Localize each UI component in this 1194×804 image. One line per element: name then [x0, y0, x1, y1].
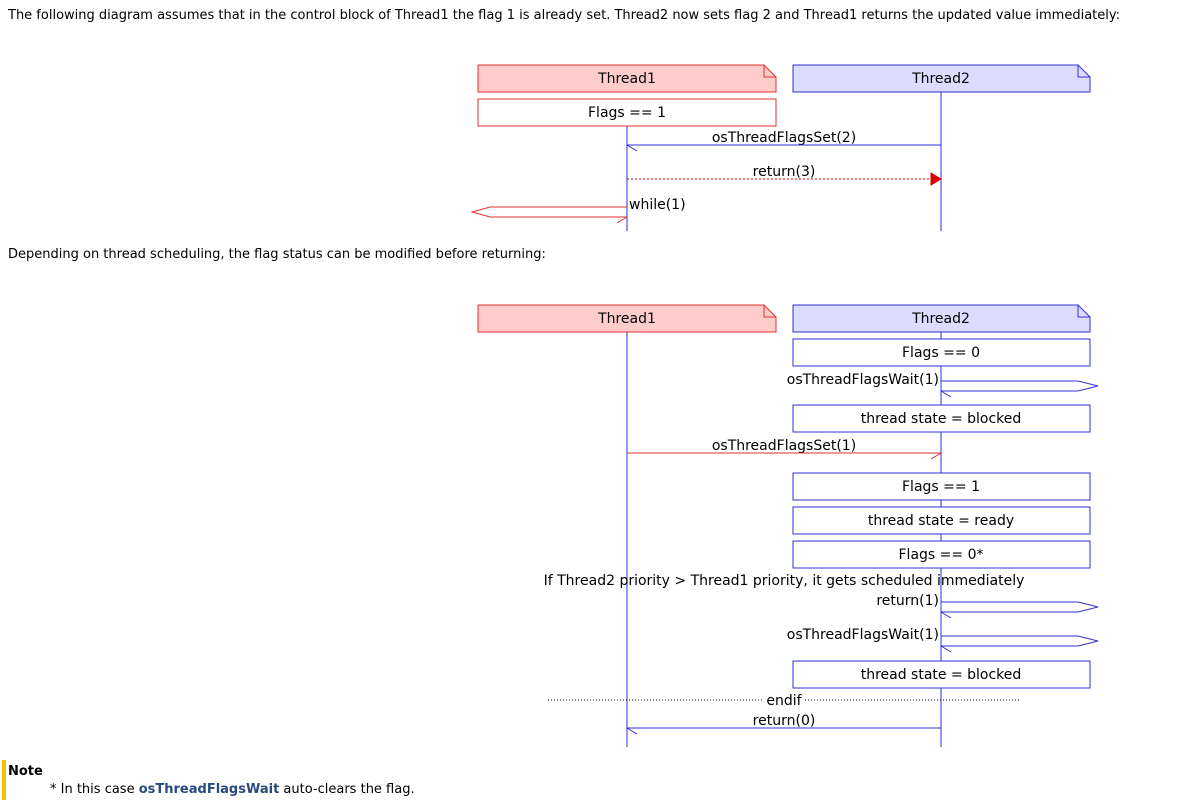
participant-thread2: Thread2: [792, 64, 1091, 93]
message-flags-wait-1: osThreadFlagsWait(1): [787, 372, 1099, 398]
message-flags-set: osThreadFlagsSet(1): [627, 438, 942, 460]
message-while-loop: while(1): [470, 197, 686, 224]
state-box-label: Flags == 1: [902, 479, 980, 495]
participant-label: Thread1: [597, 311, 656, 327]
participant-thread1: Thread1: [477, 304, 777, 333]
note-suffix: auto-clears the flag.: [279, 782, 415, 797]
note-text: * In this case osThreadFlagsWait auto-cl…: [50, 782, 415, 797]
state-box-flags-0: Flags == 0: [792, 338, 1091, 367]
endif-label: endif: [766, 693, 802, 709]
participant-thread1: Thread1: [477, 64, 777, 93]
state-box-label: Flags == 1: [588, 105, 666, 121]
note-prefix: * In this case: [50, 782, 139, 797]
message-label: osThreadFlagsSet(2): [712, 130, 856, 146]
message-return: return(3): [627, 164, 942, 186]
message-return-1: return(1): [876, 593, 1099, 619]
arrowhead-icon: [930, 172, 942, 186]
note-title: Note: [8, 764, 43, 779]
between-paragraph: Depending on thread scheduling, the flag…: [8, 247, 546, 262]
message-flags-set: osThreadFlagsSet(2): [626, 130, 941, 152]
sequence-diagram-1: Thread1 Thread2 Flags == 1 osThreadFlags…: [470, 64, 1091, 231]
intro-paragraph: The following diagram assumes that in th…: [8, 8, 1120, 23]
note-box: Note * In this case osThreadFlagsWait au…: [2, 760, 602, 800]
state-box-blocked-2: thread state = blocked: [792, 660, 1091, 689]
participant-label: Thread1: [597, 71, 656, 87]
state-box-ready: thread state = ready: [792, 506, 1091, 535]
message-label: return(1): [876, 593, 939, 609]
state-box-label: Flags == 0*: [899, 547, 984, 563]
note-bar: [2, 760, 6, 800]
state-box-flags-1: Flags == 1: [792, 472, 1091, 501]
sequence-diagram-2: Thread1 Thread2 Flags == 0 osThreadFlags…: [477, 304, 1099, 747]
participant-label: Thread2: [911, 71, 970, 87]
state-box-blocked-1: thread state = blocked: [792, 404, 1091, 433]
state-box: Flags == 1: [477, 98, 777, 127]
message-label: osThreadFlagsWait(1): [787, 372, 939, 388]
state-box-label: Flags == 0: [902, 345, 980, 361]
message-flags-wait-2: osThreadFlagsWait(1): [787, 627, 1099, 653]
endif-divider: endif: [548, 693, 1021, 709]
message-label: return(0): [753, 713, 816, 729]
message-label: osThreadFlagsWait(1): [787, 627, 939, 643]
participant-thread2: Thread2: [792, 304, 1091, 333]
message-label: return(3): [753, 164, 816, 180]
state-box-label: thread state = blocked: [861, 411, 1022, 427]
message-label: osThreadFlagsSet(1): [712, 438, 856, 454]
note-function-link[interactable]: osThreadFlagsWait: [138, 782, 280, 797]
message-return-0: return(0): [626, 713, 941, 735]
state-box-label: thread state = ready: [868, 513, 1014, 529]
state-box-label: thread state = blocked: [861, 667, 1022, 683]
condition-label: If Thread2 priority > Thread1 priority, …: [544, 573, 1025, 589]
message-label: while(1): [629, 197, 686, 213]
state-box-flags-0-star: Flags == 0*: [792, 540, 1091, 569]
participant-label: Thread2: [911, 311, 970, 327]
